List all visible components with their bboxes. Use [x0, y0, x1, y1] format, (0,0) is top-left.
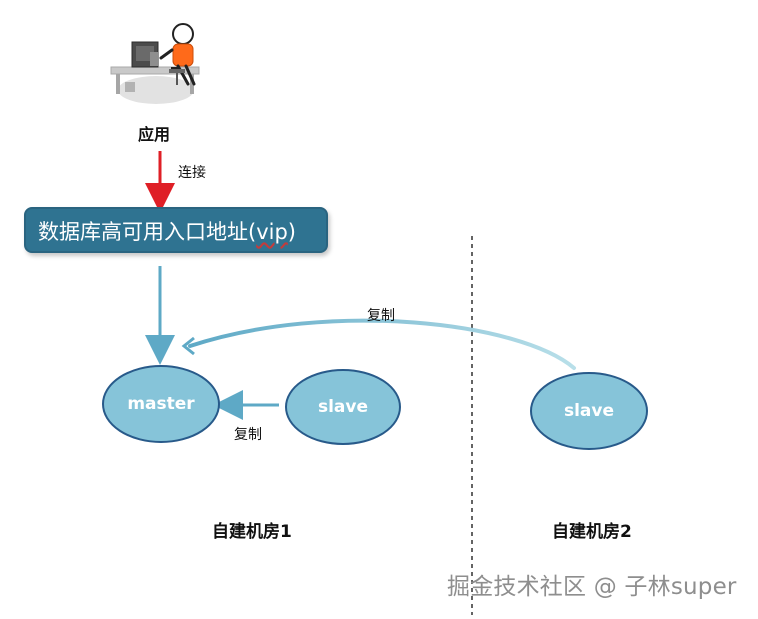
- watermark: 掘金技术社区 @ 子林super: [447, 574, 737, 600]
- master-node-label: master: [127, 394, 195, 414]
- slave-node-local-label: slave: [317, 397, 369, 417]
- slave-node-remote: [530, 372, 648, 450]
- vip-label: 数据库高可用入口地址(: [38, 220, 257, 244]
- vip-close: ): [287, 220, 296, 244]
- connection-label: 连接: [178, 165, 206, 181]
- remote-replication-curve: [188, 318, 576, 370]
- master-node: [102, 365, 220, 443]
- person-at-computer-icon: [110, 23, 200, 104]
- room2-label: 自建机房2: [552, 522, 632, 542]
- application-label: 应用: [138, 125, 171, 144]
- room1-label: 自建机房1: [212, 522, 292, 542]
- vip-acronym: vip: [256, 220, 288, 244]
- remote-replication-arrowhead: [181, 336, 195, 356]
- slave-node-local: [285, 369, 401, 445]
- remote-replication-label: 复制: [367, 308, 395, 324]
- vip-entry-box: 数据库高可用入口地址(vip): [24, 207, 328, 253]
- slave-node-remote-label: slave: [563, 401, 615, 421]
- local-replication-label: 复制: [234, 427, 262, 443]
